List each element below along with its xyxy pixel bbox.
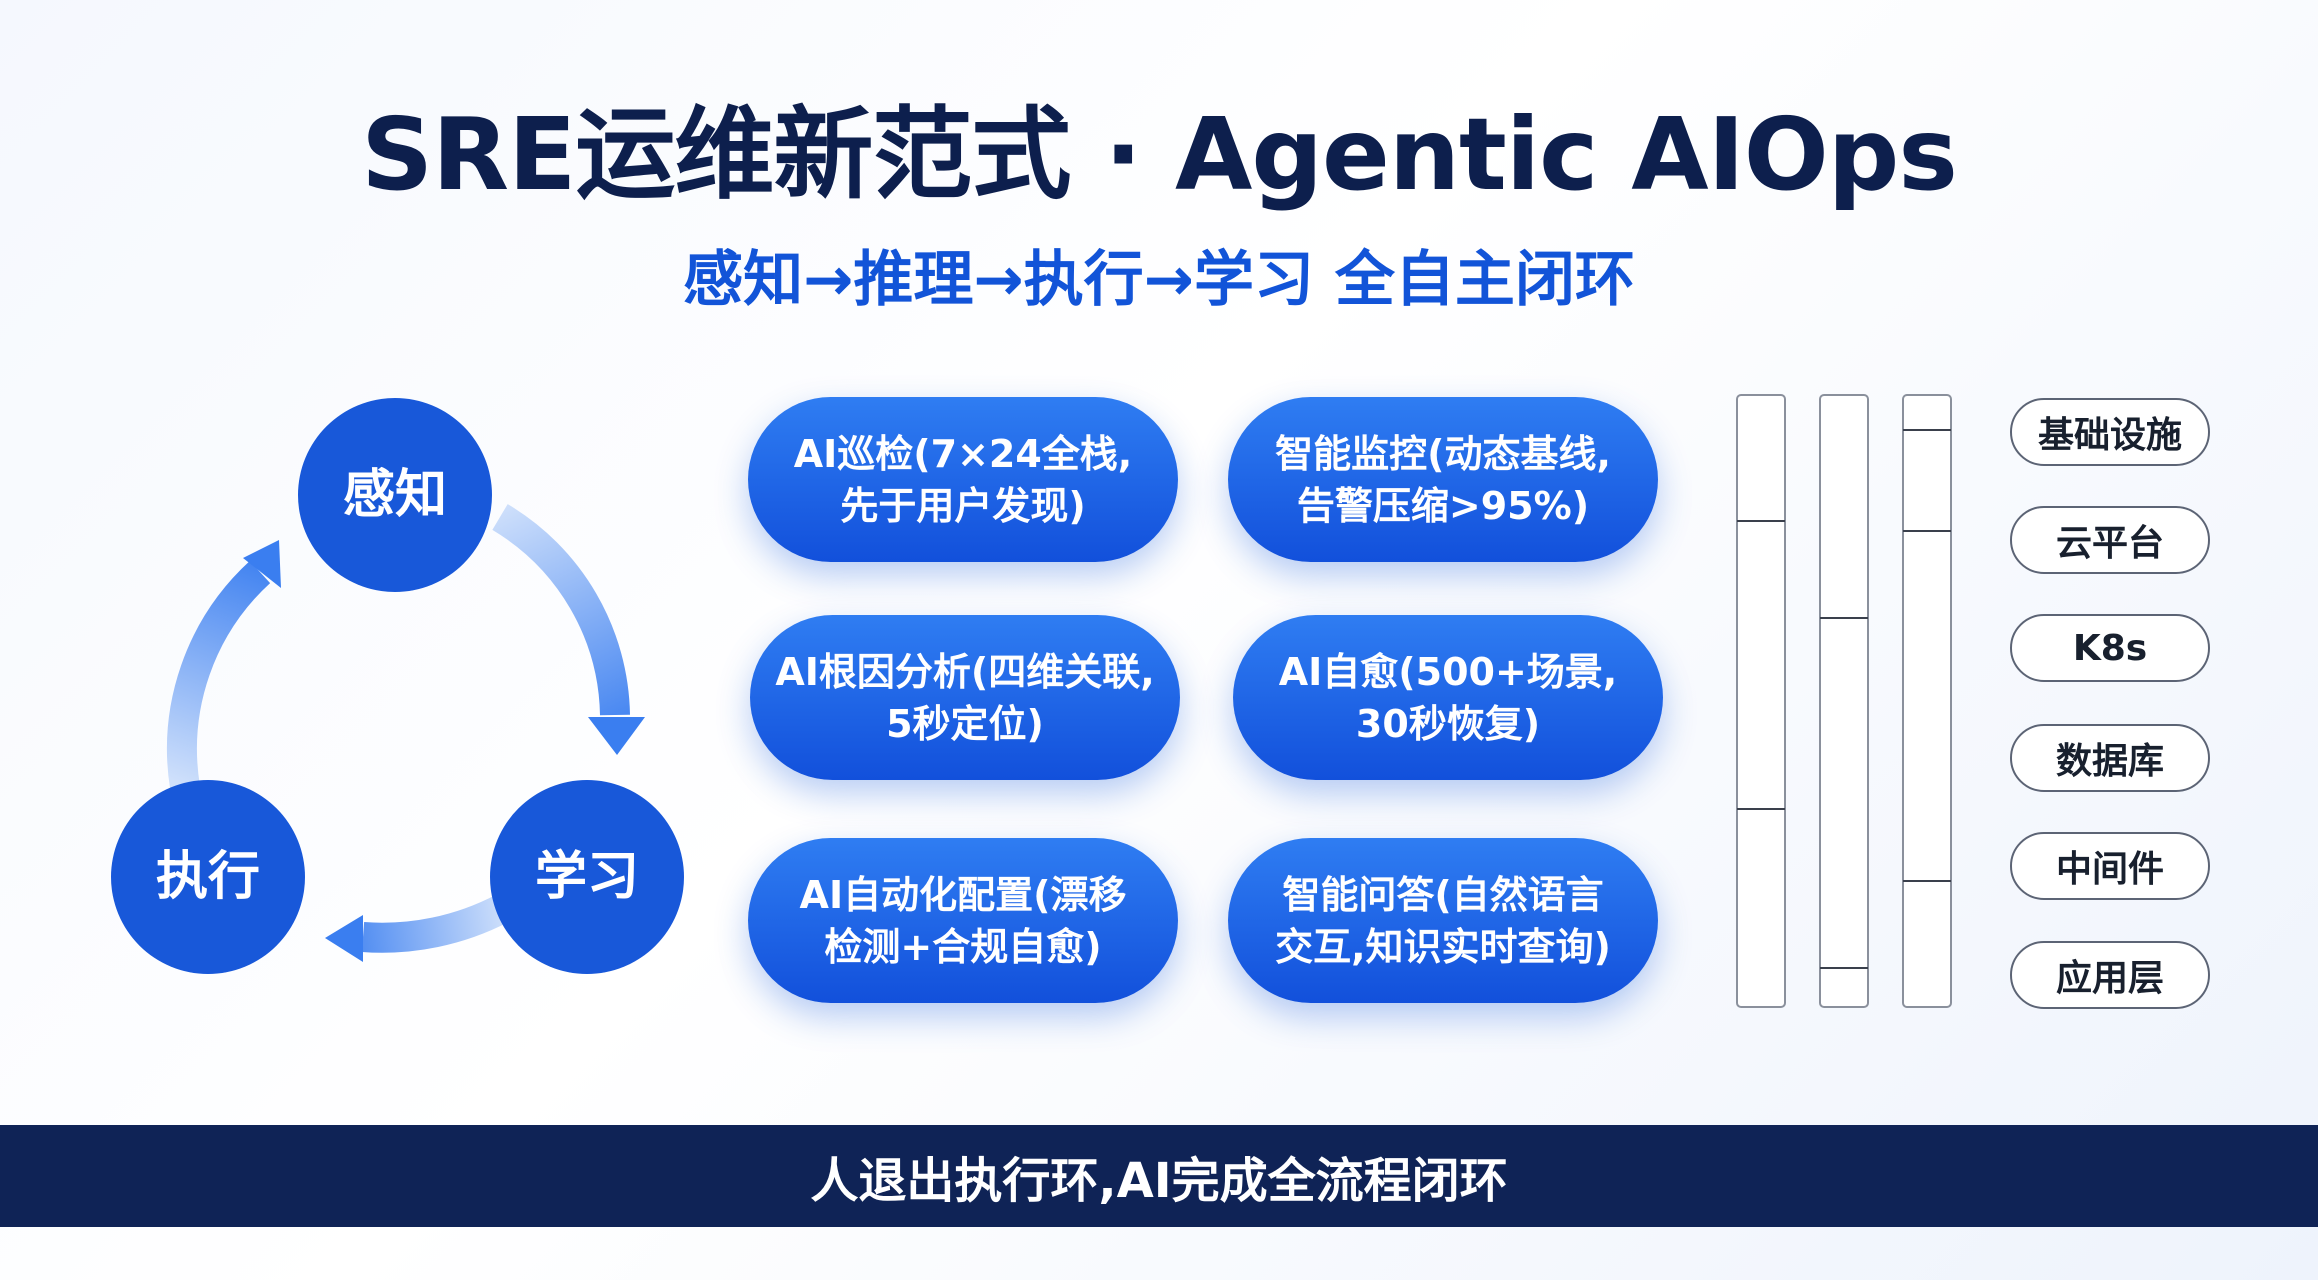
cycle-arrow-sense-to-learn xyxy=(492,504,630,716)
capability-line: 智能监控(动态基线, xyxy=(1275,431,1611,476)
footer-banner: 人退出执行环,AI完成全流程闭环 xyxy=(0,1125,2318,1227)
layer-columns xyxy=(1736,394,1952,1008)
layer-application: 应用层 xyxy=(2010,941,2210,1009)
cycle-node-sense-label: 感知 xyxy=(343,465,447,525)
layer-cloud-platform: 云平台 xyxy=(2010,506,2210,574)
capability-ai-inspection: AI巡检(7×24全栈, 先于用户发现) xyxy=(748,397,1178,562)
capability-line: AI巡检(7×24全栈, xyxy=(793,431,1133,476)
cycle-node-execute xyxy=(111,780,305,974)
layer-infrastructure: 基础设施 xyxy=(2010,398,2210,466)
capability-line: 先于用户发现) xyxy=(840,483,1086,528)
cycle-node-learn xyxy=(490,780,684,974)
layer-column xyxy=(1902,394,1952,1008)
capability-line: AI自愈(500+场景, xyxy=(1278,649,1618,694)
capability-line: 检测+合规自愈) xyxy=(824,924,1102,969)
capability-root-cause-analysis: AI根因分析(四维关联, 5秒定位) xyxy=(750,615,1180,780)
cycle-arrowhead-sense-to-learn xyxy=(588,717,645,755)
capability-line: 告警压缩>95%) xyxy=(1296,483,1590,528)
cycle-arrow-learn-to-exec xyxy=(361,894,510,953)
capability-smart-qa: 智能问答(自然语言 交互,知识实时查询) xyxy=(1228,838,1658,1003)
cycle-arrow-exec-to-sense xyxy=(166,560,271,790)
page-subtitle: 感知→推理→执行→学习 全自主闭环 xyxy=(683,245,1635,315)
cycle-node-sense xyxy=(298,398,492,592)
capability-line: AI根因分析(四维关联, xyxy=(775,649,1155,694)
layer-column xyxy=(1819,394,1869,1008)
cycle-node-learn-label: 学习 xyxy=(535,847,639,907)
cycle-arrowhead-exec-to-sense xyxy=(243,540,281,588)
layer-k8s: K8s xyxy=(2010,614,2210,682)
layer-database: 数据库 xyxy=(2010,724,2210,792)
capability-line: AI自动化配置(漂移 xyxy=(799,872,1127,917)
capability-line: 5秒定位) xyxy=(886,701,1044,746)
cycle-node-execute-label: 执行 xyxy=(156,847,260,907)
page-title: SRE运维新范式 · Agentic AIOps xyxy=(361,96,1958,213)
capability-line: 交互,知识实时查询) xyxy=(1275,924,1611,969)
capability-smart-monitoring: 智能监控(动态基线, 告警压缩>95%) xyxy=(1228,397,1658,562)
capability-line: 智能问答(自然语言 xyxy=(1282,872,1604,917)
footer-text: 人退出执行环,AI完成全流程闭环 xyxy=(810,1153,1508,1209)
capability-line: 30秒恢复) xyxy=(1355,701,1541,746)
capability-auto-configuration: AI自动化配置(漂移 检测+合规自愈) xyxy=(748,838,1178,1003)
cycle-diagram: 感知 学习 执行 xyxy=(111,398,684,974)
layer-column xyxy=(1736,394,1786,1008)
capability-self-healing: AI自愈(500+场景, 30秒恢复) xyxy=(1233,615,1663,780)
cycle-arrowhead-learn-to-exec xyxy=(325,915,363,962)
layer-middleware: 中间件 xyxy=(2010,832,2210,900)
